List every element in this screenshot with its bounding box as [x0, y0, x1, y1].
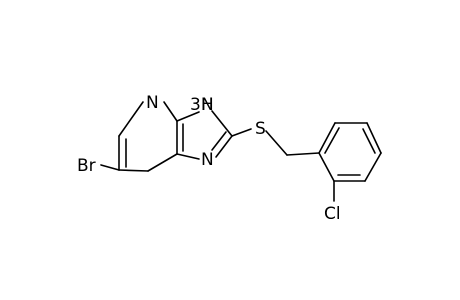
bond-bz3-bz4-inner	[362, 128, 376, 154]
bonds	[100, 101, 382, 202]
atom-label-cl: Cl	[324, 204, 341, 224]
bond-s-ch2	[265, 130, 288, 156]
bond-bz1-bz2-inner	[324, 127, 340, 154]
bond-bz4-bz5	[364, 152, 382, 182]
atom-label-n-pyridine: N	[146, 93, 159, 113]
bond-c2-n-imidazole	[215, 135, 233, 158]
bond-c2-n-imidazole-inner	[211, 131, 227, 151]
atom-label-nh-n: N	[201, 95, 214, 115]
bond-n-pyridine-c4	[163, 101, 178, 122]
bond-nh-c2	[211, 110, 233, 137]
bond-bz1-bz2	[318, 122, 336, 154]
bond-c7-n-pyridine	[118, 101, 144, 137]
bond-bz6-bz1	[318, 152, 335, 182]
bond-c3a-c5	[147, 153, 178, 172]
bond-c2-s	[231, 128, 252, 137]
atom-label-s: S	[255, 119, 266, 139]
atom-label-n-imidazole: N	[201, 150, 214, 170]
atom-labels: Br N 3H N N S Cl	[77, 93, 341, 224]
bond-n-imidazole-c3a	[176, 153, 200, 160]
bond-ch2-ring	[286, 152, 320, 156]
atom-label-br: Br	[77, 156, 96, 176]
atom-label-nh-h: 3H	[190, 95, 214, 115]
bond-c6-br	[100, 164, 120, 171]
bond-bz3-bz4	[366, 122, 382, 154]
bond-c5-c6	[118, 169, 149, 172]
bond-c4-nh	[176, 111, 200, 122]
